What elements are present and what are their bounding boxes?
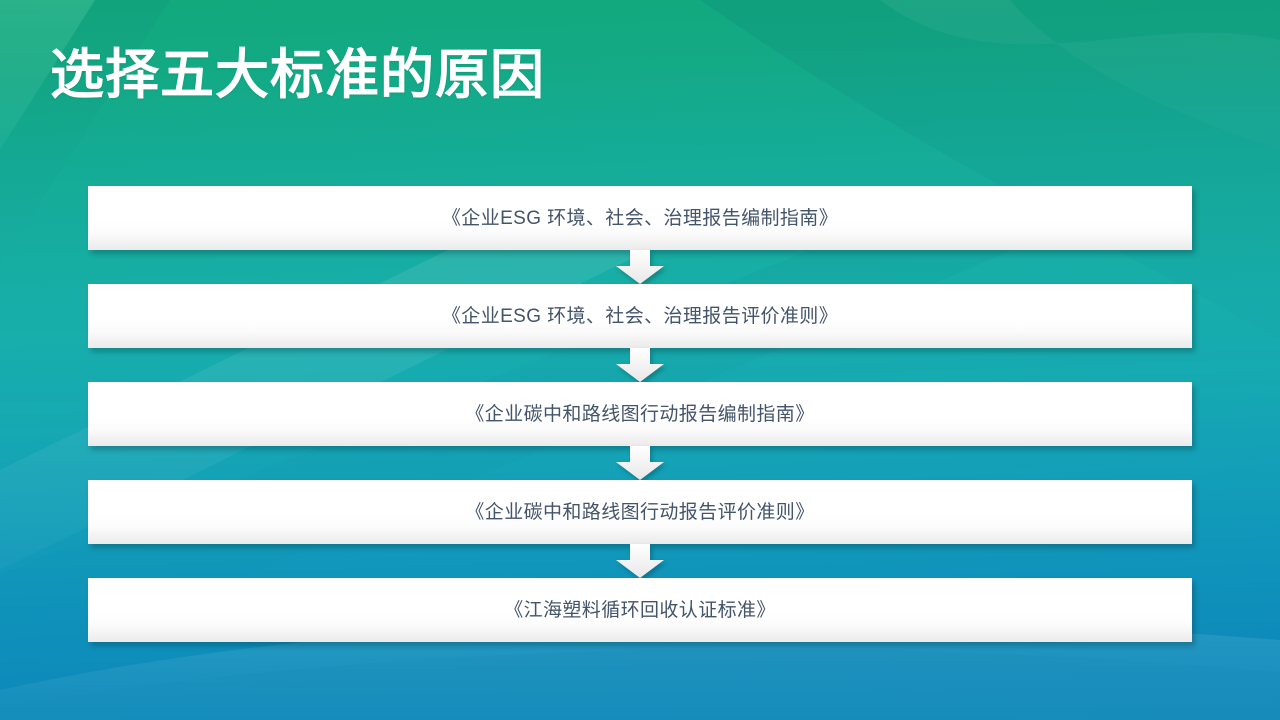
arrow-down-icon — [616, 348, 664, 382]
flow-step-label: 《企业碳中和路线图行动报告编制指南》 — [465, 403, 815, 425]
arrow-down-icon — [616, 446, 664, 480]
flow-step-label: 《企业碳中和路线图行动报告评价准则》 — [465, 501, 815, 523]
flow-connector-1 — [88, 250, 1192, 284]
flow-step-label: 《江海塑料循环回收认证标准》 — [504, 599, 776, 621]
flow-connector-4 — [88, 544, 1192, 578]
process-flow-chart: 《企业ESG 环境、社会、治理报告编制指南》 《企业ESG 环境、社会、治理报告… — [88, 186, 1192, 642]
flow-step-box-1[interactable]: 《企业ESG 环境、社会、治理报告编制指南》 — [88, 186, 1192, 250]
arrow-down-icon — [616, 250, 664, 284]
flow-step-box-3[interactable]: 《企业碳中和路线图行动报告编制指南》 — [88, 382, 1192, 446]
flow-step-label: 《企业ESG 环境、社会、治理报告编制指南》 — [441, 207, 839, 229]
flow-step-box-4[interactable]: 《企业碳中和路线图行动报告评价准则》 — [88, 480, 1192, 544]
flow-step-box-5[interactable]: 《江海塑料循环回收认证标准》 — [88, 578, 1192, 642]
flow-step-box-2[interactable]: 《企业ESG 环境、社会、治理报告评价准则》 — [88, 284, 1192, 348]
flow-step-label: 《企业ESG 环境、社会、治理报告评价准则》 — [441, 305, 839, 327]
flow-connector-3 — [88, 446, 1192, 480]
flow-connector-2 — [88, 348, 1192, 382]
slide-title: 选择五大标准的原因 — [50, 45, 545, 105]
arrow-down-icon — [616, 544, 664, 578]
